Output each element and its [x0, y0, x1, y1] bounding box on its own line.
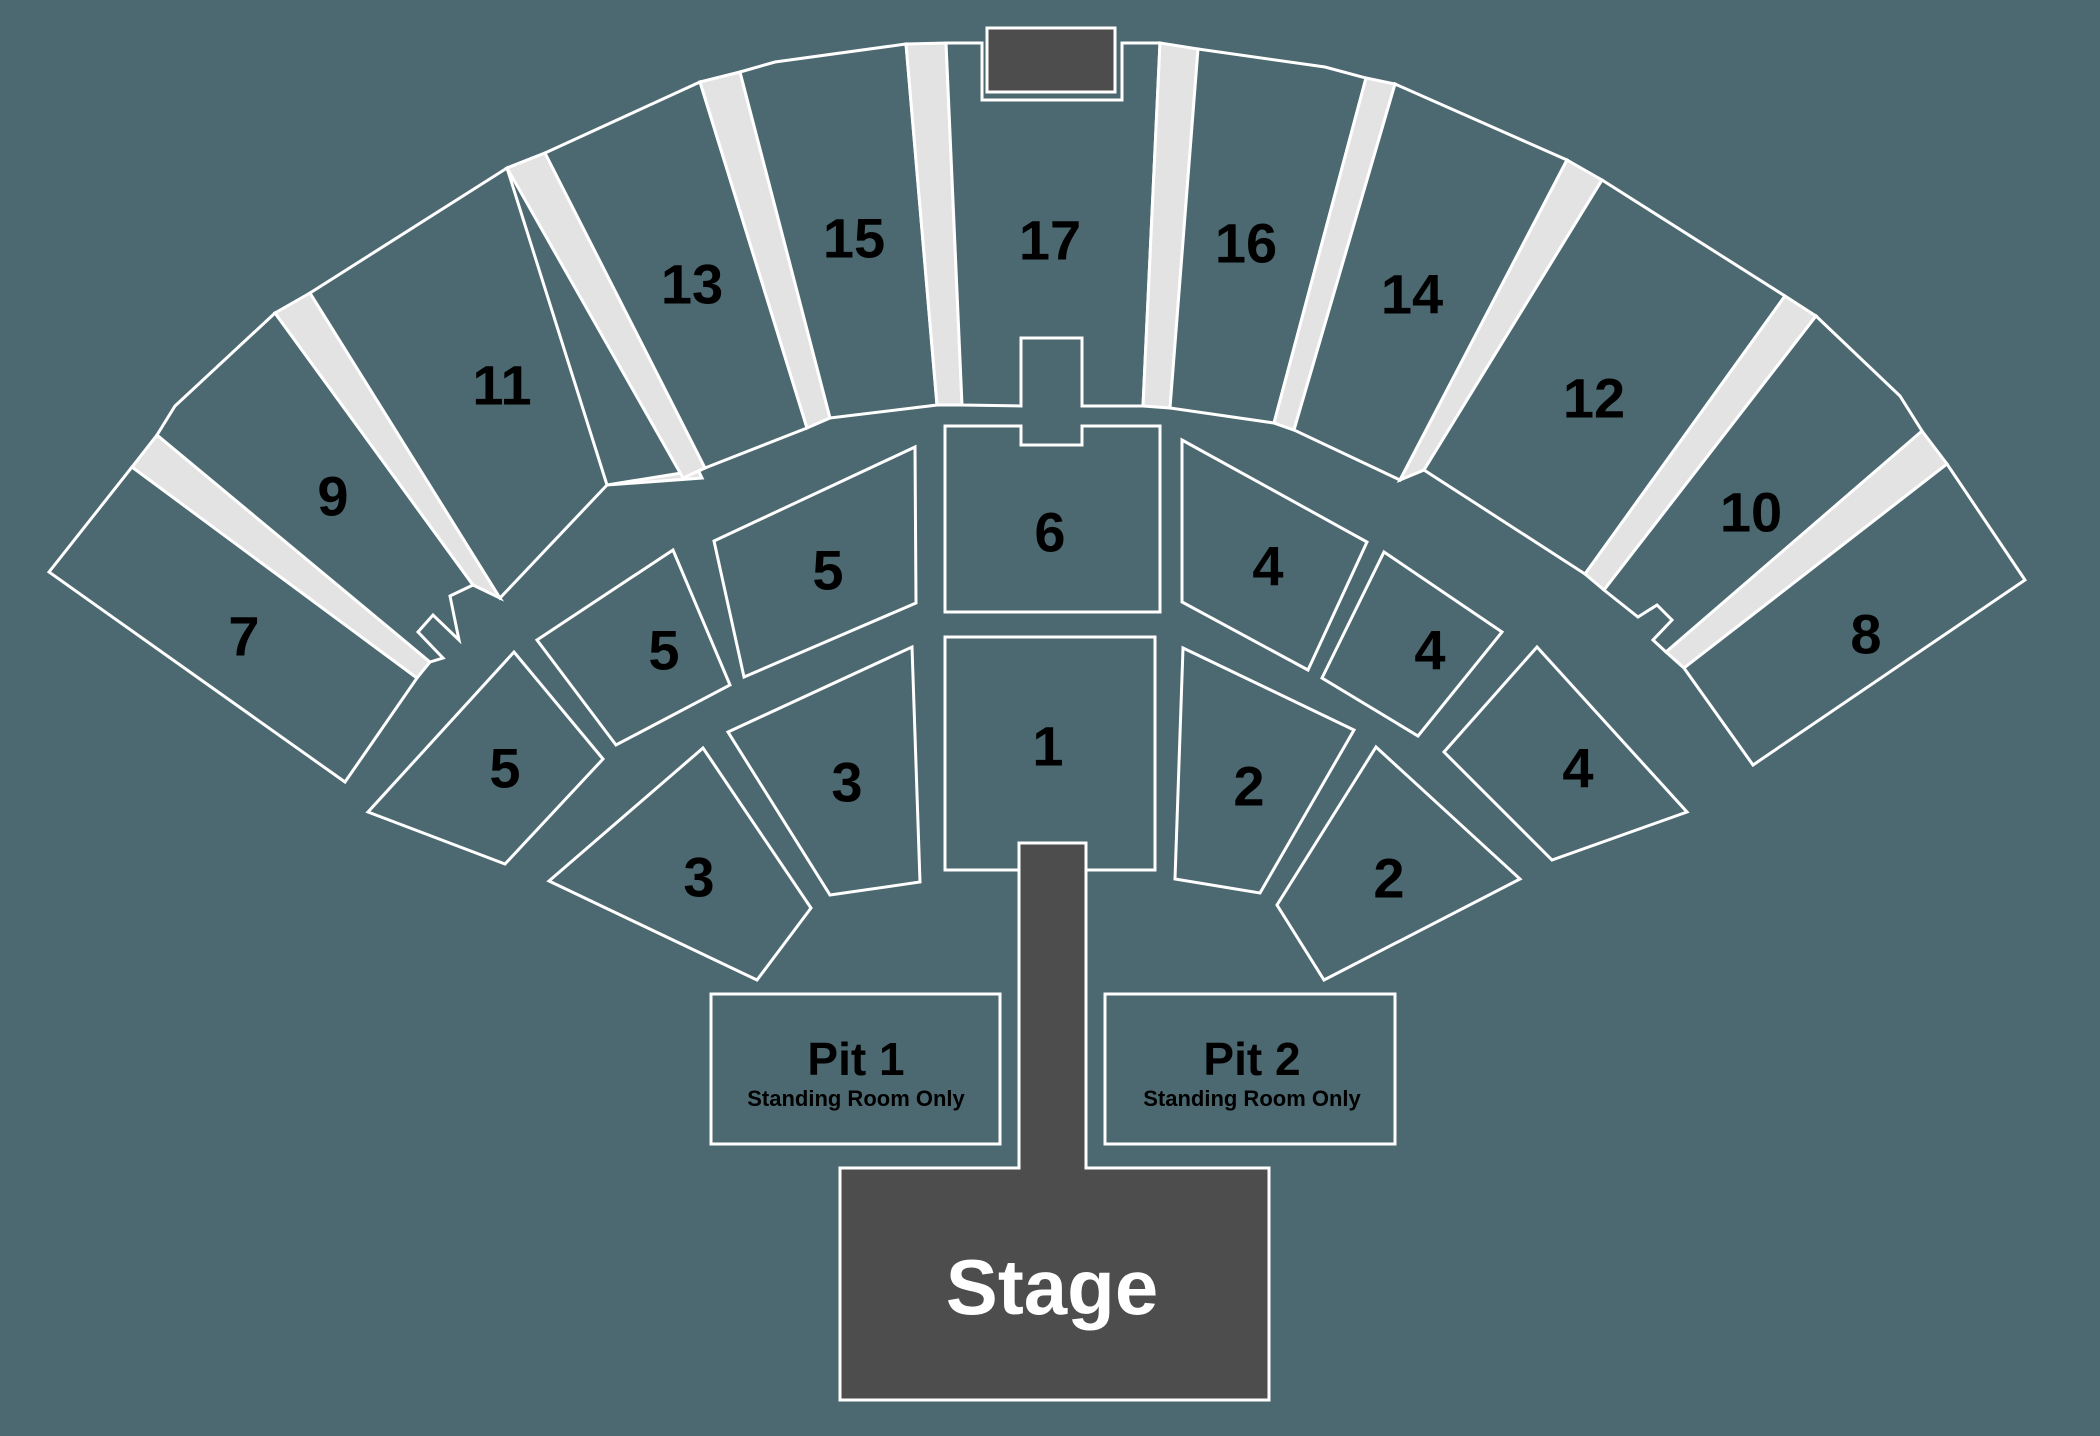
pit-1[interactable]: Pit 1 Standing Room Only	[709, 992, 1002, 1146]
pit-2[interactable]: Pit 2 Standing Room Only	[1103, 992, 1397, 1146]
svg-text:Pit 1: Pit 1	[807, 1033, 904, 1085]
section-1[interactable]: 1	[943, 635, 1157, 872]
svg-text:Standing Room Only: Standing Room Only	[1143, 1086, 1361, 1111]
section-5-upper[interactable]: 5	[712, 444, 918, 680]
stage: Stage	[838, 841, 1271, 1402]
section-6[interactable]: 6	[943, 424, 1162, 614]
svg-text:Stage: Stage	[946, 1243, 1158, 1331]
svg-text:Pit 2: Pit 2	[1203, 1033, 1300, 1085]
control-booth	[985, 26, 1117, 94]
section-4-upper[interactable]: 4	[1180, 437, 1369, 673]
svg-text:Standing Room Only: Standing Room Only	[747, 1086, 965, 1111]
section-17[interactable]: 17	[944, 41, 1162, 408]
section-4-lower[interactable]: 4	[1441, 644, 1690, 862]
